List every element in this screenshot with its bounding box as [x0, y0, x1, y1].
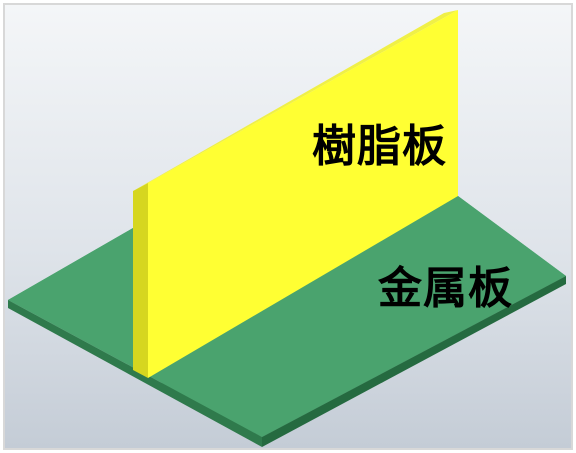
resin-plate-label: 樹脂板 [312, 121, 447, 172]
resin-plate-side [133, 183, 148, 378]
resin-plate-front [148, 10, 458, 378]
resin-plate-top-edge [133, 10, 458, 191]
metal-plate-edge-left [8, 300, 262, 447]
metal-plate-edge-right [262, 276, 566, 447]
metal-plate-label: 金属板 [378, 263, 513, 314]
